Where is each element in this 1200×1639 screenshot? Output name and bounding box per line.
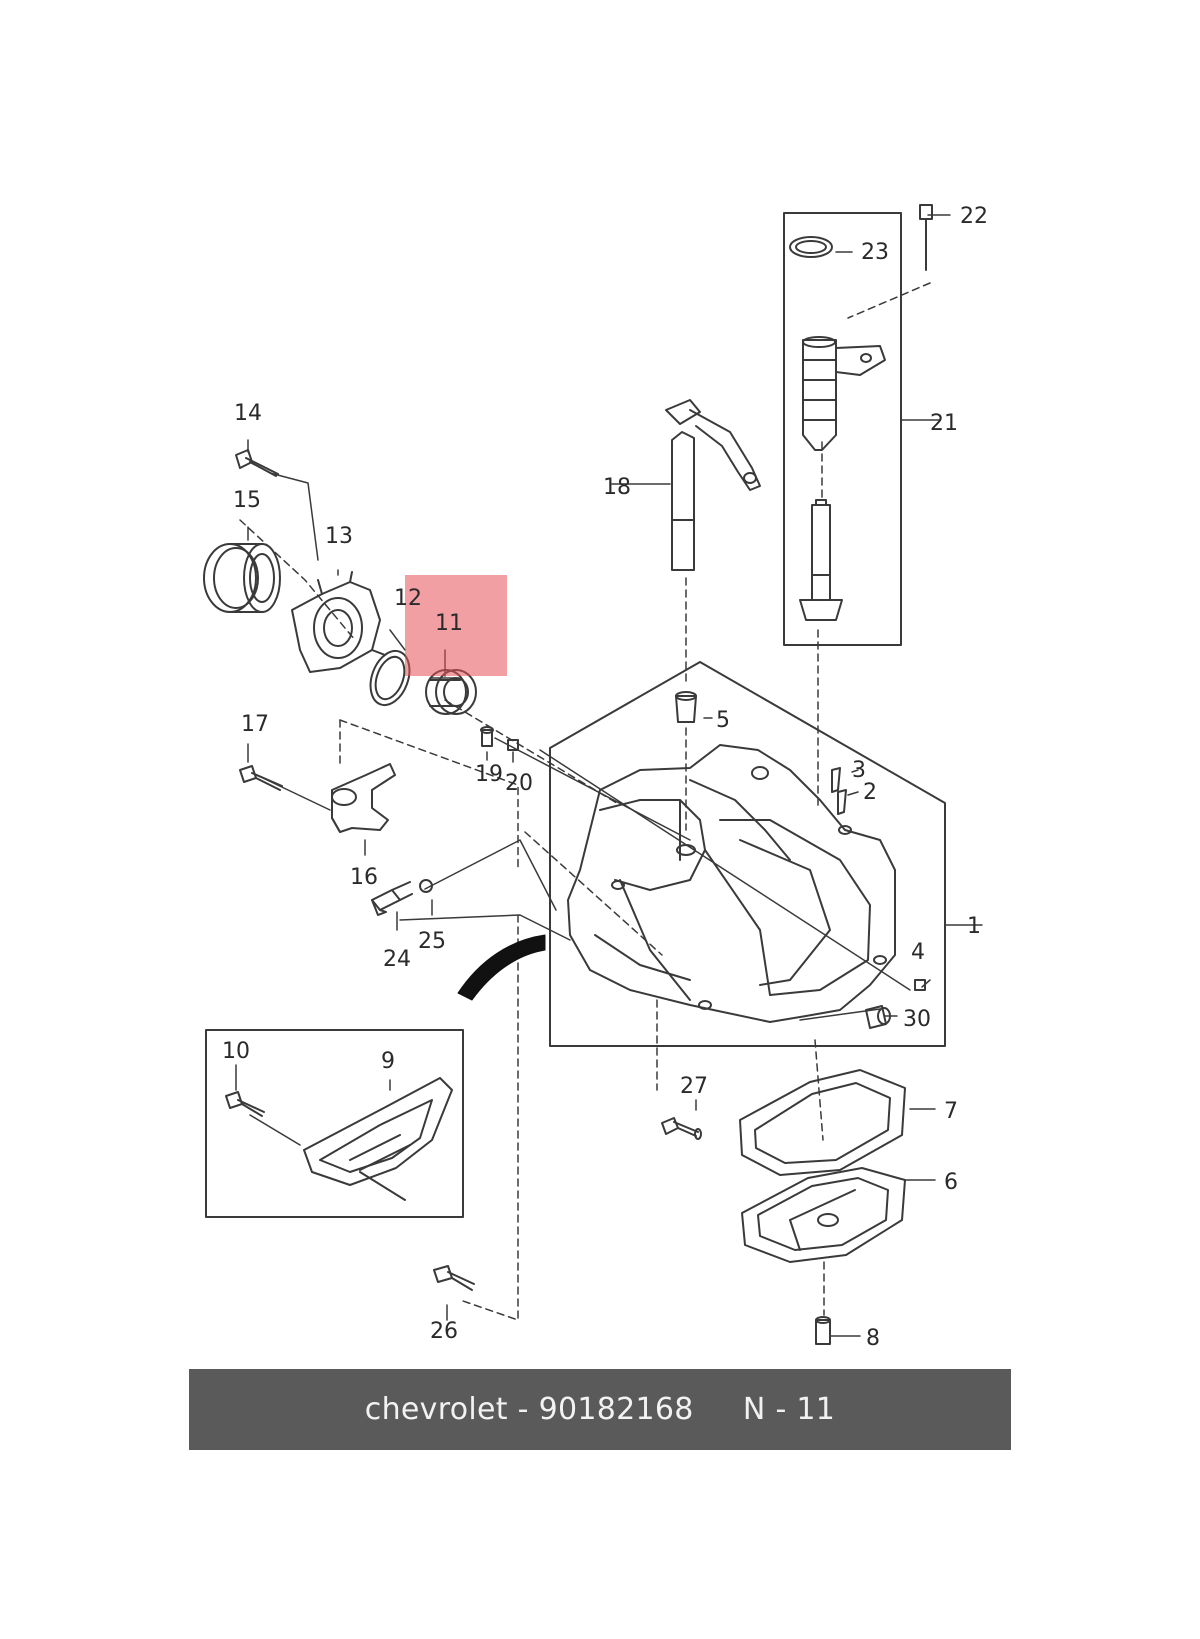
footer-banner: chevrolet - 90182168 N - 11 xyxy=(189,1369,1011,1450)
callout-18: 18 xyxy=(603,475,631,500)
callout-labels: 1 2 3 4 5 6 7 8 9 10 11 12 13 14 15 16 1… xyxy=(222,204,988,1351)
callout-23: 23 xyxy=(861,240,889,265)
callout-6: 6 xyxy=(944,1170,958,1195)
inset-cover-box xyxy=(205,1029,464,1218)
bolt-part-4 xyxy=(914,979,926,991)
oil-pan-part-6 xyxy=(741,1167,906,1263)
release-bearing-part-15 xyxy=(203,543,281,613)
callout-19: 19 xyxy=(475,762,503,787)
callout-20: 20 xyxy=(505,771,533,796)
fitting-part-19 xyxy=(480,726,494,747)
bolt-part-27 xyxy=(661,1117,702,1140)
callout-17: 17 xyxy=(241,712,269,737)
shift-fork-part-16 xyxy=(331,763,396,833)
transaxle-housing-part-1 xyxy=(567,744,896,1023)
callout-7: 7 xyxy=(944,1099,958,1124)
shift-shaft-part-18 xyxy=(665,399,761,571)
callout-16: 16 xyxy=(350,865,378,890)
washer-part-25 xyxy=(419,879,433,893)
speedometer-driven-gear-part-21 xyxy=(799,336,886,621)
callout-5: 5 xyxy=(716,708,730,733)
callout-13: 13 xyxy=(325,524,353,549)
callout-2: 2 xyxy=(863,780,877,805)
oil-seal-part-11 xyxy=(425,669,477,715)
callout-26: 26 xyxy=(430,1319,458,1344)
direction-arrow xyxy=(457,934,546,1001)
callout-10: 10 xyxy=(222,1039,250,1064)
highlighted-part-box xyxy=(405,575,507,676)
gasket-part-7 xyxy=(739,1069,906,1176)
callout-3: 3 xyxy=(852,758,866,783)
housing-group-frame xyxy=(549,661,946,1047)
cover-part-9 xyxy=(303,1077,453,1201)
callout-14: 14 xyxy=(234,401,262,426)
bolt-part-14 xyxy=(235,449,279,477)
callout-30: 30 xyxy=(903,1007,931,1032)
bolt-part-17 xyxy=(239,765,283,791)
callout-1: 1 xyxy=(967,914,981,939)
speedometer-group-box xyxy=(783,212,902,646)
callout-27: 27 xyxy=(680,1074,708,1099)
plug-part-5 xyxy=(675,691,697,723)
callout-15: 15 xyxy=(233,488,261,513)
bolt-part-22 xyxy=(919,204,933,271)
plug-part-30 xyxy=(865,1005,891,1029)
pin-part-3 xyxy=(831,767,841,793)
plug-part-20 xyxy=(507,739,519,751)
callout-25: 25 xyxy=(418,929,446,954)
o-ring-part-12 xyxy=(369,649,411,707)
callout-22: 22 xyxy=(960,204,988,229)
part-number-caption: chevrolet - 90182168 N - 11 xyxy=(364,1392,836,1427)
callout-4: 4 xyxy=(911,940,925,965)
callout-8: 8 xyxy=(866,1326,880,1351)
o-ring-part-23 xyxy=(789,236,833,258)
switch-part-24 xyxy=(371,881,413,916)
guide-sleeve-part-13 xyxy=(291,571,386,673)
callout-24: 24 xyxy=(383,947,411,972)
callout-12: 12 xyxy=(394,586,422,611)
bolt-part-10 xyxy=(225,1091,265,1117)
callout-9: 9 xyxy=(381,1049,395,1074)
bolt-part-26 xyxy=(433,1265,475,1291)
drain-bolt-part-8 xyxy=(815,1316,831,1345)
callout-11: 11 xyxy=(435,611,463,636)
pin-part-2 xyxy=(837,789,847,815)
callout-21: 21 xyxy=(930,411,958,436)
